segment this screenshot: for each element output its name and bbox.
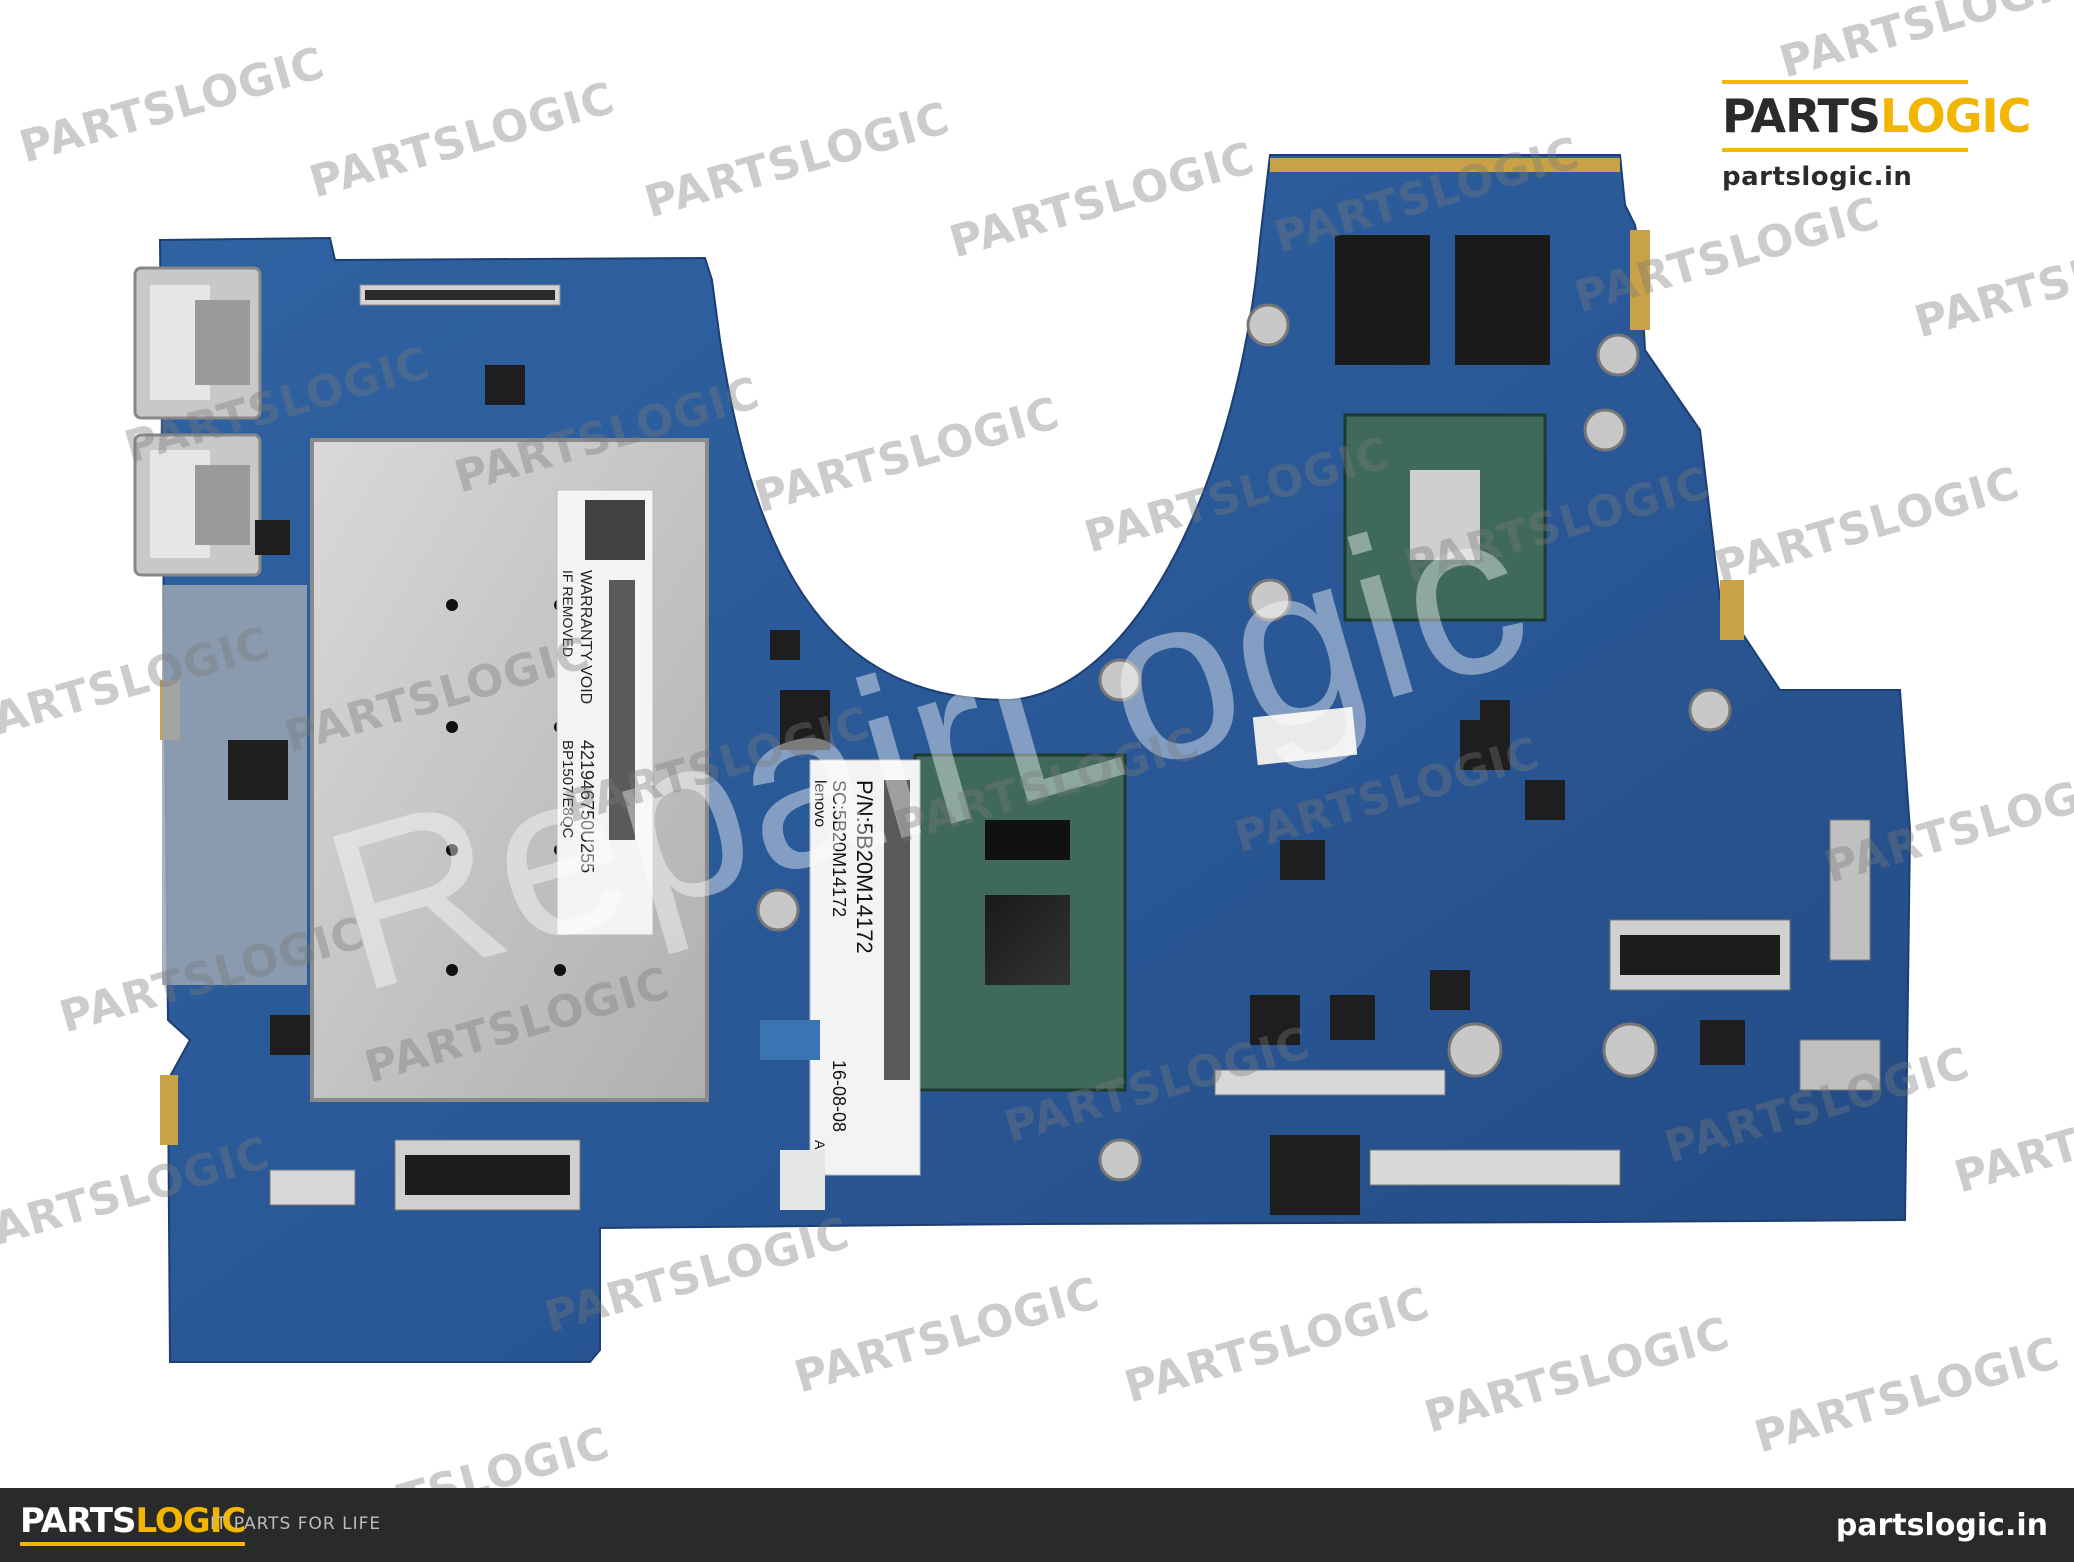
footer-bar: PARTSLOGIC IT PARTS FOR LIFE partslogic.…	[0, 1488, 2074, 1562]
brand-logo-gold: LOGIC	[1879, 89, 2031, 143]
warranty-text: WARRANTY VOID	[577, 570, 594, 704]
footer-logo-gold: LOGIC	[135, 1501, 246, 1541]
pn-vendor: lenovo	[811, 780, 828, 827]
footer-url[interactable]: partslogic.in	[1835, 1508, 2048, 1543]
footer-tagline: IT PARTS FOR LIFE	[210, 1514, 382, 1534]
warranty-code: BP1507/E8QC	[559, 740, 576, 839]
pn-sn: SC:5B20M14172	[829, 780, 849, 917]
motherboard-photo: WARRANTY VOID IF REMOVED 421946750U255 B…	[133, 154, 1912, 1363]
warranty-serial: 421946750U255	[577, 740, 597, 873]
brand-url: partslogic.in	[1722, 162, 1913, 192]
warranty-text-2: IF REMOVED	[560, 570, 576, 657]
brand-logo: PARTSLOGIC partslogic.in	[1722, 80, 2031, 192]
brand-logo-dark: PARTS	[1722, 89, 1881, 143]
usb-port-bottom	[133, 433, 262, 577]
pn-date: 16-08-08	[829, 1060, 849, 1132]
usb-port-top	[133, 266, 262, 420]
pn-text: P/N:5B20M14172	[852, 780, 877, 954]
footer-logo-white: PARTS	[20, 1501, 136, 1541]
footer-logo: PARTSLOGIC	[20, 1500, 246, 1546]
